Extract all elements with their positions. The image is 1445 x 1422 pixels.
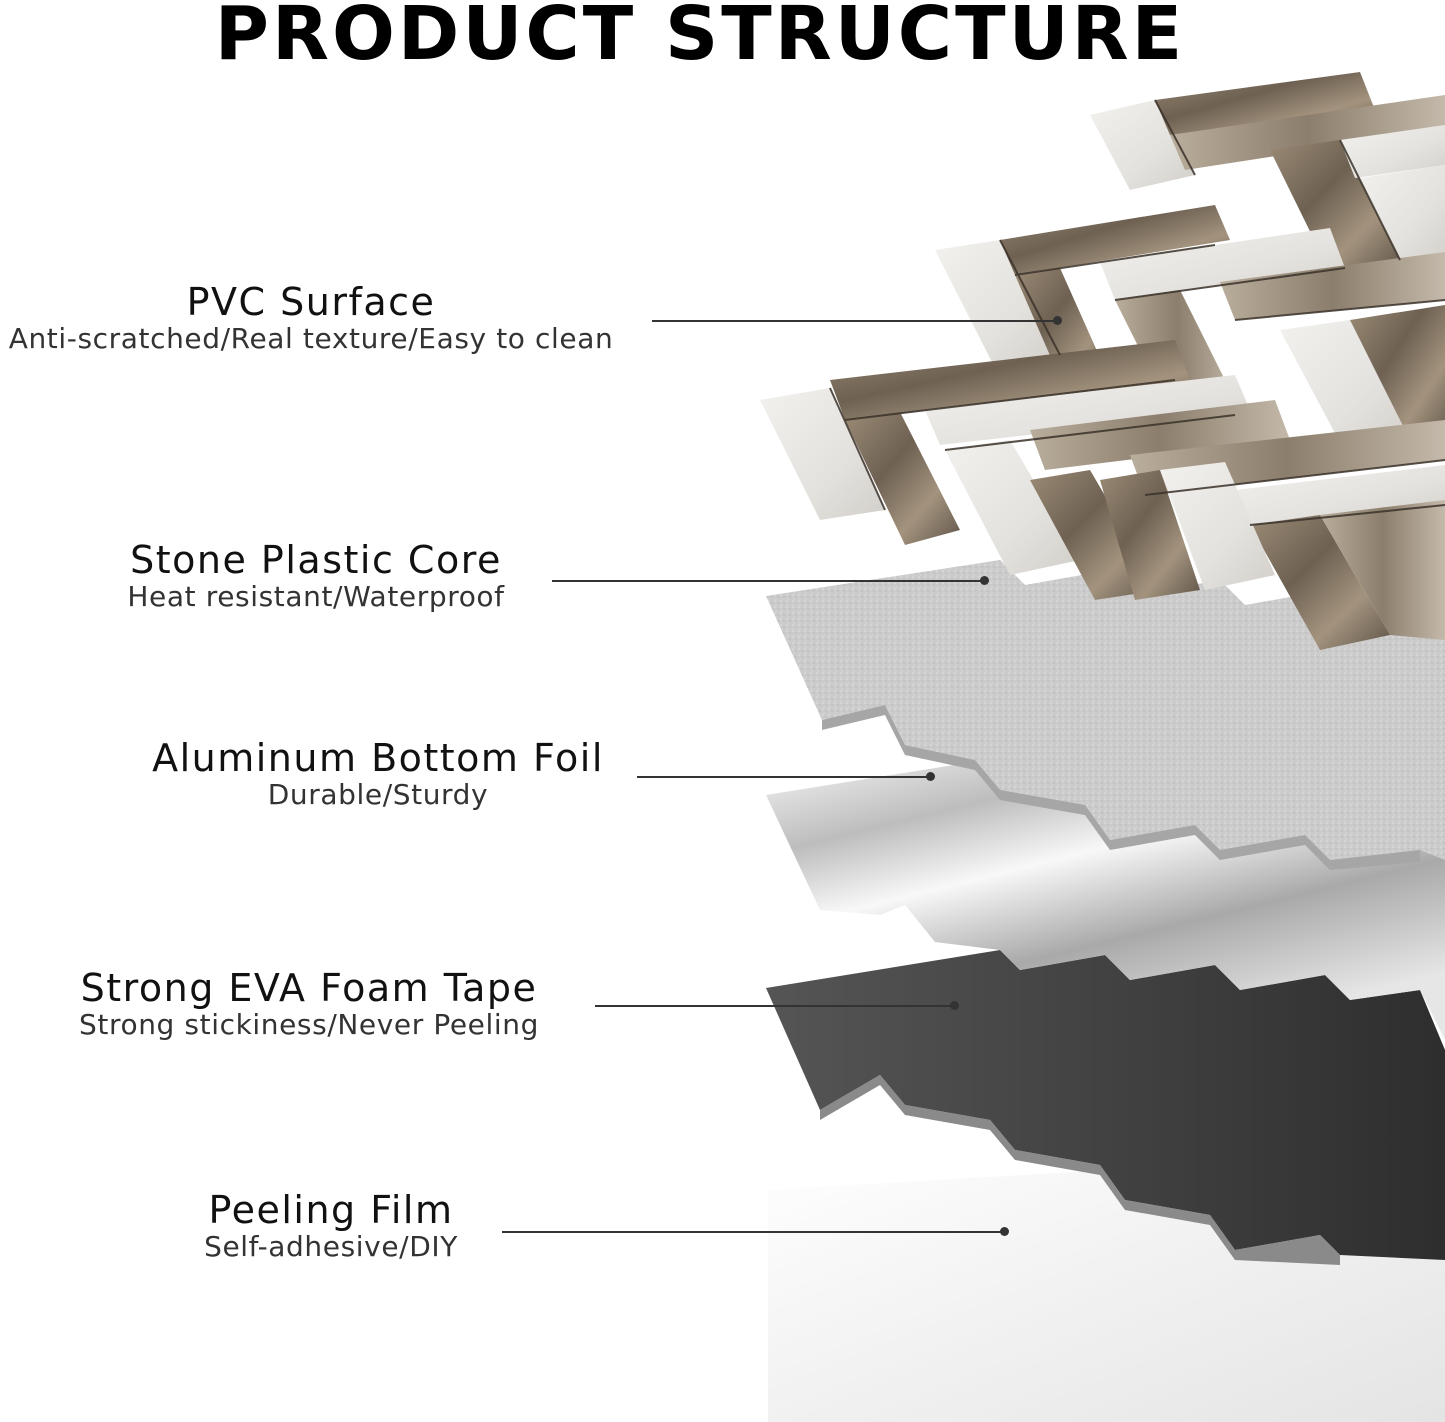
eva-foam-tape-layer (766, 950, 1445, 1265)
leader-line-stone-plastic-core (552, 580, 982, 582)
leader-dot-peeling-film (1000, 1227, 1009, 1236)
layer-label-peeling-film: Peeling Film Self-adhesive/DIY (180, 1190, 482, 1264)
layer-label-eva-foam-tape: Strong EVA Foam Tape Strong stickiness/N… (50, 968, 568, 1042)
layer-label-pvc-surface: PVC Surface Anti-scratched/Real texture/… (0, 282, 622, 356)
layer-name: Strong EVA Foam Tape (80, 966, 538, 1010)
layer-label-stone-plastic-core: Stone Plastic Core Heat resistant/Waterp… (100, 540, 532, 614)
stone-plastic-core-layer (766, 560, 1445, 870)
leader-line-pvc-surface (652, 320, 1057, 322)
layer-name: Aluminum Bottom Foil (152, 736, 604, 780)
page-title: PRODUCT STRUCTURE (214, 0, 1186, 77)
leader-dot-pvc-surface (1053, 316, 1062, 325)
layer-description: Self-adhesive/DIY (204, 1230, 458, 1263)
layer-description: Durable/Sturdy (267, 778, 489, 811)
leader-dot-eva-foam-tape (950, 1001, 959, 1010)
leader-dot-aluminum-bottom-foil (926, 772, 935, 781)
leader-line-eva-foam-tape (595, 1005, 951, 1007)
layer-description: Strong stickiness/Never Peeling (79, 1008, 539, 1041)
pvc-surface-layer (760, 72, 1445, 650)
leader-line-aluminum-bottom-foil (637, 776, 927, 778)
layer-description: Heat resistant/Waterproof (127, 580, 505, 613)
layer-description: Anti-scratched/Real texture/Easy to clea… (8, 322, 614, 355)
leader-dot-stone-plastic-core (980, 576, 989, 585)
leader-line-peeling-film (502, 1231, 1002, 1233)
layer-name: Stone Plastic Core (130, 538, 502, 582)
layer-name: Peeling Film (208, 1188, 454, 1232)
layer-label-aluminum-bottom-foil: Aluminum Bottom Foil Durable/Sturdy (140, 738, 616, 812)
layer-name: PVC Surface (186, 280, 436, 324)
